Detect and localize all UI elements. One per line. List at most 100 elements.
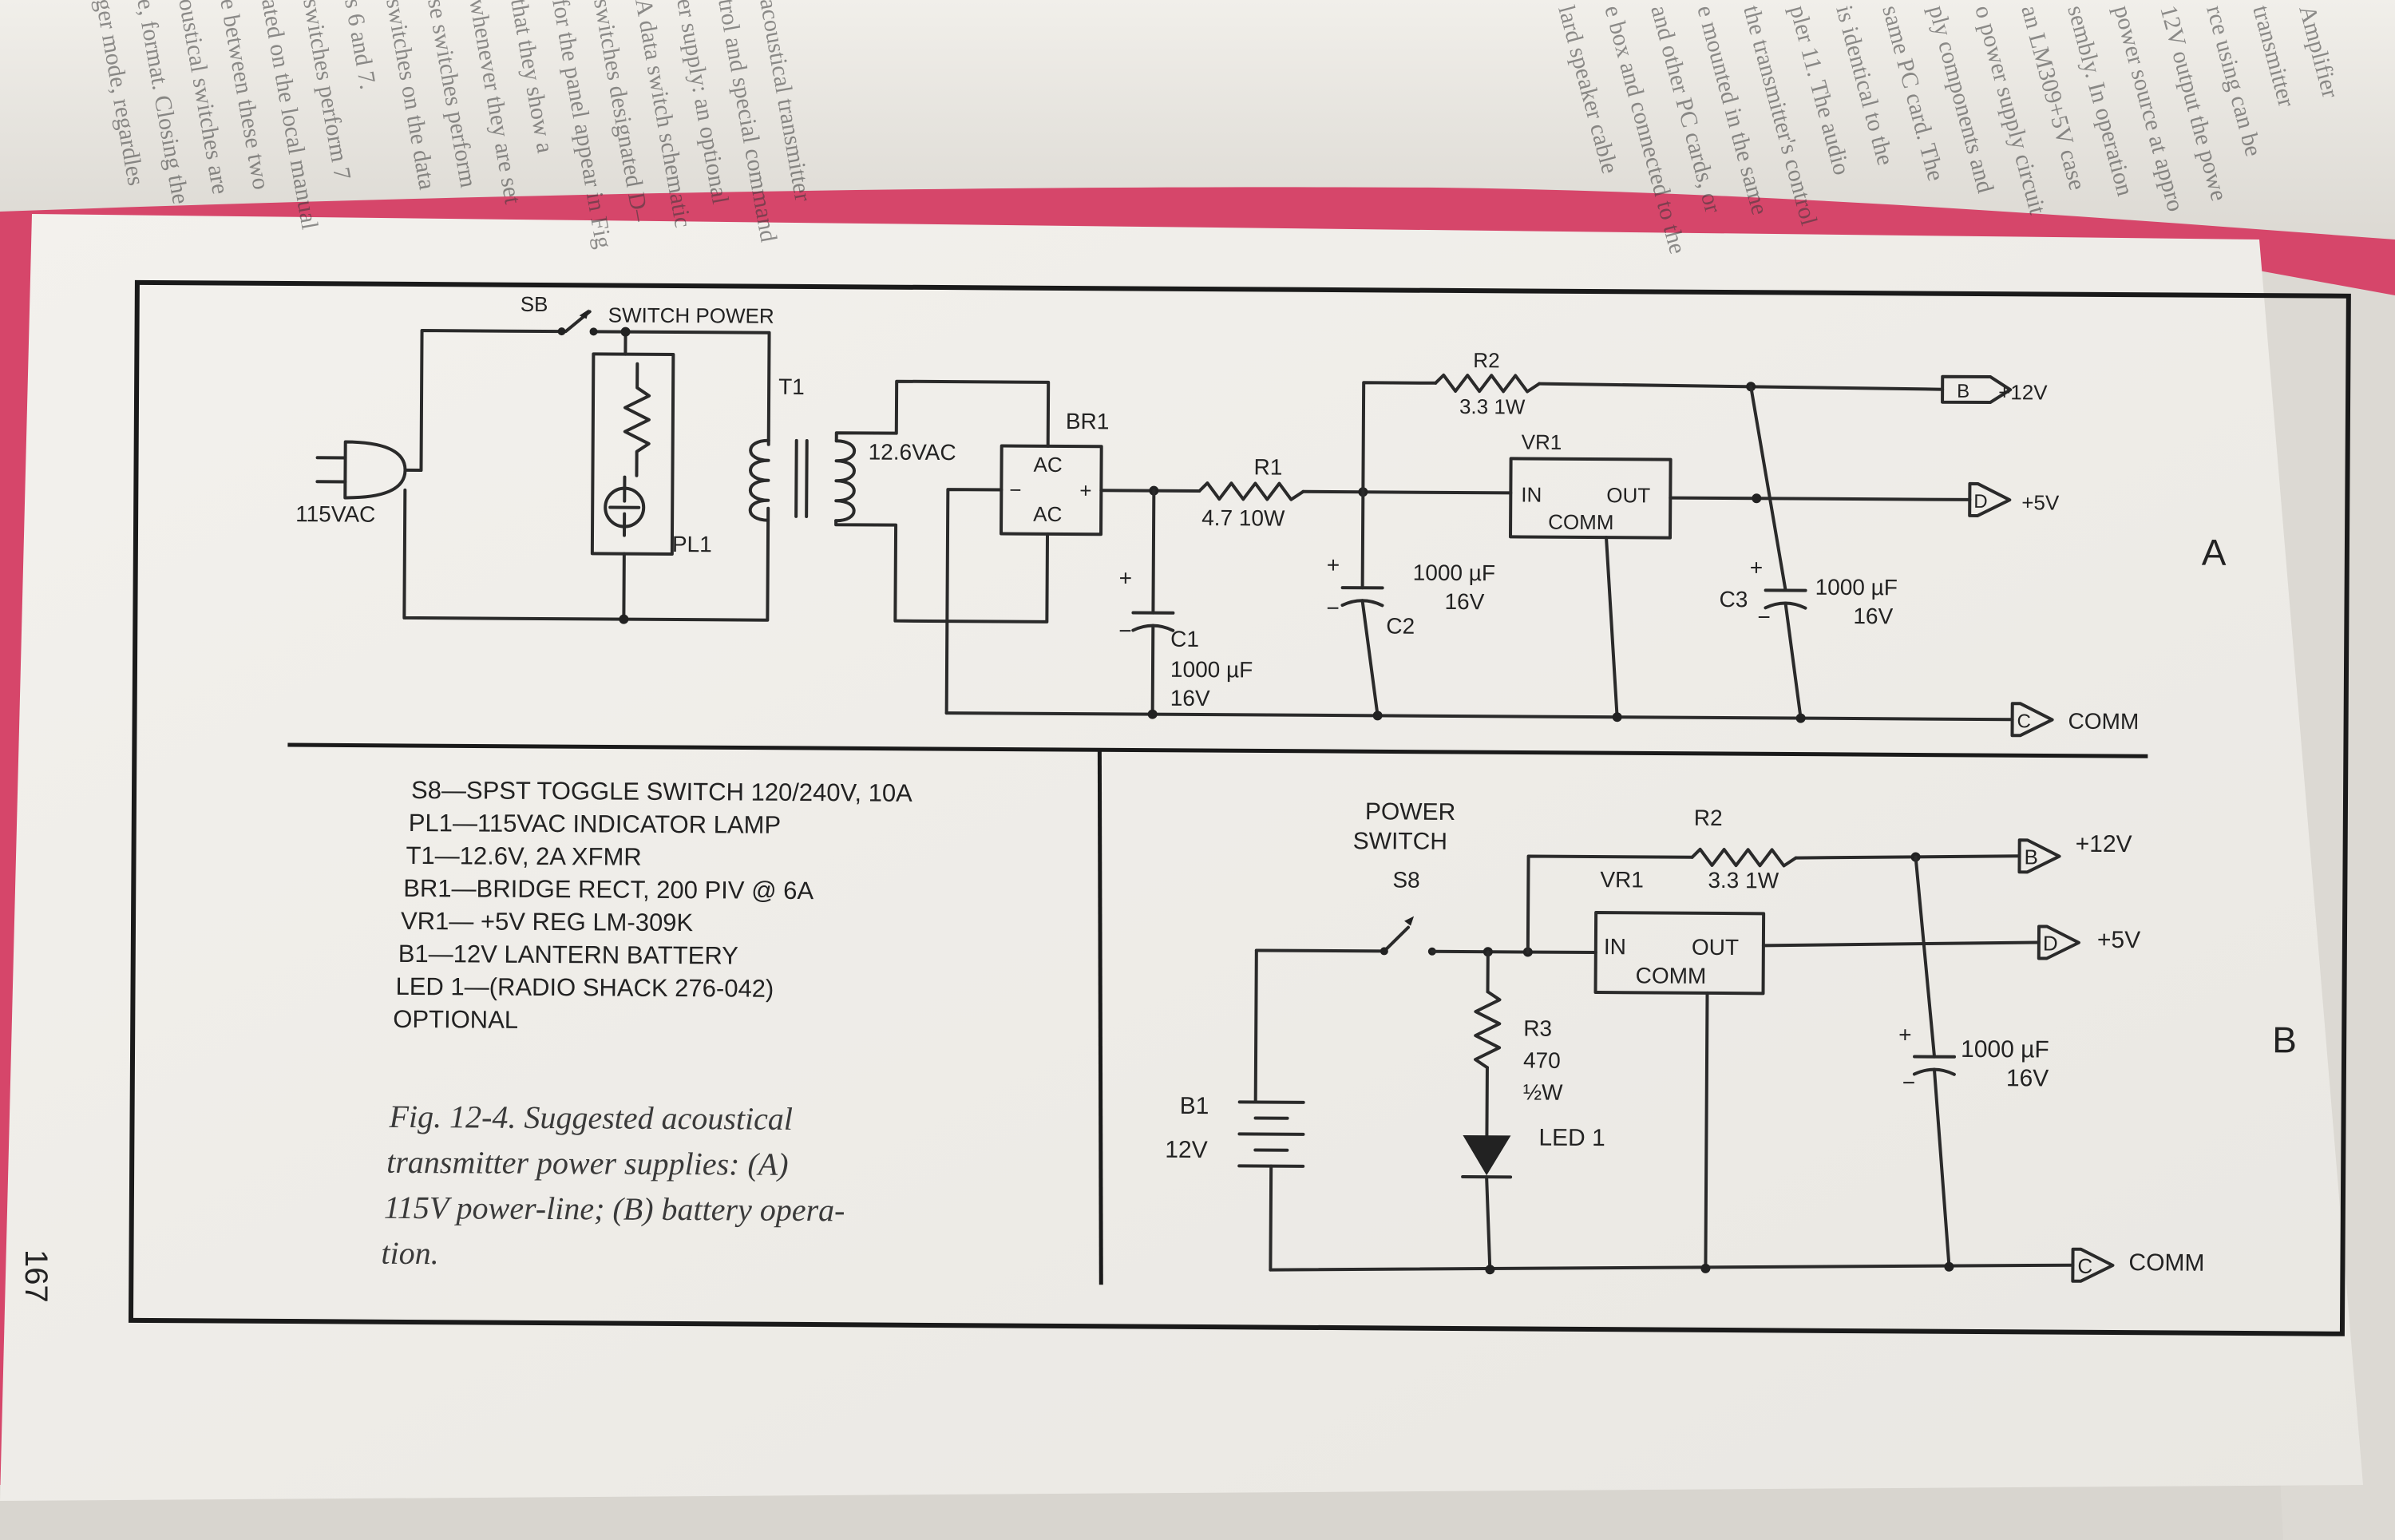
r2-value: 3.3 1W <box>1459 394 1526 419</box>
parts-list-line: OPTIONAL <box>393 1005 518 1034</box>
c3-label: C3 <box>1719 587 1748 612</box>
panel-a-label: A <box>2202 532 2227 573</box>
indicator-lamp-box <box>590 352 675 556</box>
terminal-d2-5v: D +5V <box>2037 924 2140 960</box>
circuit-a: 115VAC SB SWITCH POWER <box>295 292 2140 738</box>
c3-value: 1000 µF <box>1815 575 1898 600</box>
terminal-d2-letter: D <box>2043 931 2058 955</box>
terminal-c-text: COMM <box>2068 709 2140 734</box>
resistor-r2-icon <box>1434 373 1542 394</box>
parts-list-line: T1—12.6V, 2A XFMR <box>406 841 641 871</box>
led-icon <box>1463 1135 1511 1176</box>
parts-list: S8—SPST TOGGLE SWITCH 120/240V, 10APL1—1… <box>393 776 912 1034</box>
vr1-label: VR1 <box>1522 430 1562 453</box>
terminal-c2-comm: C COMM <box>2071 1247 2205 1283</box>
c1-label: C1 <box>1170 627 1199 651</box>
wire-vr1b-comm <box>1704 991 1709 1270</box>
transformer-icon <box>748 438 857 523</box>
parts-list-line: VR1— +5V REG LM-309K <box>401 907 694 936</box>
transformer-label: T1 <box>778 374 805 399</box>
battery-label: B1 <box>1180 1093 1209 1119</box>
terminal-d2-text: +5V <box>2097 927 2140 953</box>
resistor-r2b-icon <box>1690 847 1798 868</box>
battery-value: 12V <box>1165 1137 1208 1163</box>
wire-primary-top2 <box>592 330 771 446</box>
terminal-b2-text: +12V <box>2076 831 2132 857</box>
caption-line: Fig. 12-4. Suggested acoustical <box>388 1099 793 1137</box>
wire-secondary-bottom <box>834 519 1050 624</box>
wire-primary-bottom <box>402 488 770 622</box>
cap-b-plus: + <box>1898 1022 1912 1047</box>
parts-list-line: S8—SPST TOGGLE SWITCH 120/240V, 10A <box>411 776 912 807</box>
wire-battery-top <box>1253 948 1258 1104</box>
switch-power-caption: SWITCH POWER <box>608 303 774 327</box>
terminal-d-5v: D +5V <box>1968 481 2060 517</box>
parts-list-line: LED 1—(RADIO SHACK 276-042) <box>395 972 774 1003</box>
caption-line: 115V power-line; (B) battery opera- <box>384 1190 845 1229</box>
vr1b-in: IN <box>1604 934 1626 959</box>
wire-b-ground-rail <box>1269 1263 2075 1272</box>
wire-ground-rail <box>944 711 2014 722</box>
switch-s8-icon <box>1382 925 1411 953</box>
bridge-label: BR1 <box>1066 409 1110 433</box>
regulator-vr1b <box>1593 911 1766 996</box>
c2-minus: − <box>1326 596 1340 620</box>
cap-b-minus: − <box>1902 1070 1916 1095</box>
wire-secondary-top <box>834 379 1051 448</box>
lamp-label: PL1 <box>672 532 712 556</box>
terminal-b2-letter: B <box>2024 845 2038 869</box>
c1-plus: + <box>1119 565 1133 590</box>
c2-plus: + <box>1327 552 1340 577</box>
bridge-ac-bottom: AC <box>1033 502 1062 526</box>
terminal-c2-text: COMM <box>2128 1249 2204 1277</box>
cap-b-voltage: 16V <box>2006 1065 2049 1091</box>
terminal-d-text: +5V <box>2021 490 2060 514</box>
terminal-b-letter: B <box>1957 381 1969 402</box>
page-number: 167 <box>18 1249 53 1303</box>
wire-r1-vr1 <box>1301 489 1513 495</box>
bridge-ac-top: AC <box>1033 453 1062 477</box>
parts-list-line: PL1—115VAC INDICATOR LAMP <box>409 809 782 839</box>
terminal-d-letter: D <box>1973 491 1988 513</box>
r3-wattage: ½W <box>1523 1079 1564 1104</box>
led-label: LED 1 <box>1538 1125 1605 1152</box>
wire-5v-rail <box>1669 496 1972 501</box>
caption-line: tion. <box>381 1235 439 1271</box>
terminal-c-letter: C <box>2017 711 2032 732</box>
bridge-minus: − <box>1009 478 1021 502</box>
neon-lamp-icon <box>604 475 646 537</box>
r3-value: 470 <box>1523 1047 1561 1072</box>
cap-b-value: 1000 µF <box>1961 1036 2049 1063</box>
terminal-c-comm: C COMM <box>2010 702 2140 738</box>
r1-value: 4.7 10W <box>1201 505 1285 531</box>
wire-bridge-minus <box>944 488 1004 715</box>
terminal-b-text: +12V <box>1998 380 2048 404</box>
lamp-resistor-icon <box>623 362 651 477</box>
horizontal-divider <box>287 742 2148 758</box>
c2-label: C2 <box>1386 613 1415 638</box>
c2-voltage: 16V <box>1444 589 1484 614</box>
r2b-value: 3.3 1W <box>1708 868 1779 893</box>
figure-caption: Fig. 12-4. Suggested acoustical transmitt… <box>381 1099 845 1271</box>
figure-frame: A B 115VAC SB SWITCH POWER <box>128 279 2351 1336</box>
wire-vr1-comm <box>1605 536 1619 719</box>
vr1-comm: COMM <box>1548 510 1614 535</box>
parts-list-line: B1—12V LANTERN BATTERY <box>398 940 738 970</box>
vr1b-out: OUT <box>1692 935 1739 960</box>
wire-12v-rail <box>1538 382 1945 391</box>
terminal-c2-letter: C <box>2077 1254 2092 1278</box>
resistor-r1-icon <box>1198 481 1305 501</box>
c3-minus: − <box>1757 604 1771 629</box>
caption-line: transmitter power supplies: (A) <box>386 1144 789 1182</box>
panel-b-label: B <box>2272 1019 2297 1060</box>
vertical-divider <box>1097 750 1103 1285</box>
wire-primary-top <box>403 329 564 473</box>
vr1-in: IN <box>1521 482 1542 506</box>
bridge-plus: + <box>1079 478 1091 502</box>
r3-label: R3 <box>1523 1015 1552 1040</box>
wire-b-12v-rail <box>1794 854 2021 860</box>
c3-voltage: 16V <box>1853 604 1893 628</box>
c1-minus: − <box>1118 618 1132 643</box>
upper-page <box>0 0 2395 240</box>
